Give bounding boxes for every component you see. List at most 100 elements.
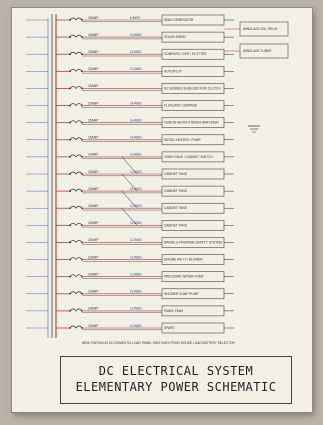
breaker-rating: 20AMP [88, 324, 98, 328]
breaker-rating: 20AMP [88, 272, 98, 276]
branch-feed-line [121, 156, 138, 175]
breaker-rating: 20AMP [88, 170, 98, 174]
load-label: FLUXGATE COMPASS [164, 104, 197, 108]
breaker-terminal [69, 121, 71, 124]
breaker-rating: 15AMP [88, 118, 98, 122]
load-label: SPARE [164, 326, 175, 330]
breaker-terminal [69, 292, 71, 295]
wire-gauge-label: 14 AWG [130, 101, 142, 105]
wire-gauge-label: 12 AWG [130, 238, 142, 242]
branch-feed-line [121, 208, 138, 226]
wire-gauge-label: 12 AWG [130, 67, 142, 71]
load-label: RANGE & PROPANE SAFETY SYSTEM [164, 240, 222, 244]
schematic-drawing: 30AMP 6 AWG WIND GENERATOR 20AMP 10 AWG SOLAR… [26, 14, 289, 345]
load-label: PANEL FANS [164, 309, 183, 313]
right-device-label: WINDLASS TUNER [243, 49, 272, 53]
wire-gauge-label: 12 AWG [130, 255, 142, 259]
breaker-rating: 20AMP [88, 307, 98, 311]
breaker-symbol [69, 68, 83, 72]
breaker-rating: 20AMP [88, 50, 98, 54]
breaker-rating: 20AMP [88, 33, 98, 37]
breaker-symbol [69, 17, 83, 21]
breaker-terminal [69, 36, 71, 39]
load-label: CABINET FANS [164, 223, 187, 227]
breaker-terminal [69, 241, 71, 244]
wire-gauge-label: 14 AWG [130, 136, 142, 140]
wire-gauge-label: 12 AWG [130, 50, 142, 54]
schematic-sheet: 30AMP 6 AWG WIND GENERATOR 20AMP 10 AWG SOLAR… [12, 8, 312, 412]
breaker-terminal [69, 104, 71, 107]
breaker-symbol [69, 240, 83, 244]
breaker-symbol [69, 51, 83, 55]
wire-gauge-label: 12 AWG [130, 153, 142, 157]
breaker-terminal [69, 53, 71, 56]
breaker-rating: 20AMP [88, 255, 98, 259]
load-label: CABINET FANS [164, 172, 187, 176]
breaker-symbol [69, 120, 83, 124]
breaker-terminal [69, 207, 71, 210]
breaker-terminal [69, 87, 71, 90]
breaker-symbol [69, 222, 83, 226]
title-line-1: DC ELECTRICAL SYSTEM [98, 364, 254, 378]
breaker-terminal [69, 275, 71, 278]
wire-gauge-label: 12 AWG [130, 290, 142, 294]
bottom-note: NEW STATION #2 DC DOMESTIC LOAD PANEL SW… [82, 341, 236, 345]
wire-gauge-label: 12 AWG [130, 324, 142, 328]
branch-feed-line [121, 190, 138, 209]
breaker-terminal [69, 224, 71, 227]
breaker-terminal [69, 19, 71, 21]
breaker-symbol [69, 188, 83, 192]
breaker-rating: 20AMP [88, 204, 98, 208]
wire-gauge-label: 12 AWG [130, 170, 142, 174]
breaker-symbol [69, 205, 83, 209]
breaker-rating: 20AMP [88, 101, 98, 105]
right-device-label: WINDLASS SOL RELAY [243, 27, 279, 31]
breaker-terminal [69, 309, 71, 312]
wire-gauge-label: 12 AWG [130, 204, 142, 208]
load-label: DIESEL HEATER / PUMP [164, 138, 201, 142]
breaker-rating: 20AMP [88, 67, 98, 71]
breaker-rating: 20AMP [88, 290, 98, 294]
breaker-terminal [69, 138, 71, 141]
breaker-rating: 15AMP [88, 136, 98, 140]
breaker-symbol [69, 103, 83, 107]
load-label: AUTOPILOT [164, 69, 182, 73]
wire-gauge-label: 12 AWG [130, 272, 142, 276]
breaker-terminal [69, 173, 71, 175]
load-label: DC BUSSES SHIELDED FOR CLUTCH [164, 86, 221, 90]
load-label: PRESSURE WATER PUMP [164, 275, 204, 279]
title-line-2: ELEMENTARY POWER SCHEMATIC [75, 380, 277, 394]
load-label: WIND GENERATOR [164, 18, 194, 22]
breaker-terminal [69, 70, 71, 73]
breaker-symbol [69, 274, 83, 278]
breaker-rating: 20AMP [88, 238, 98, 242]
branch-feed-line [121, 173, 138, 192]
breaker-rating: 20AMP [88, 187, 98, 191]
breaker-terminal [69, 155, 71, 158]
breaker-symbol [69, 308, 83, 312]
load-label: ENGINE RM LT / BLOWER [164, 258, 204, 262]
wire-gauge-label: 10 AWG [130, 33, 142, 37]
load-label: SHOWER SUMP PUMP [164, 292, 198, 296]
breaker-terminal [69, 327, 71, 329]
load-label: FUSION AM-FM STEREO AMPLIFIER [164, 121, 219, 125]
breaker-symbol [69, 291, 83, 295]
wire-gauge-label: 12 AWG [130, 187, 142, 191]
breaker-rating: 30AMP [88, 16, 98, 20]
breaker-symbol [69, 137, 83, 141]
breaker-symbol [69, 34, 83, 38]
wire-gauge-label: 14 AWG [130, 118, 142, 122]
breaker-symbol [69, 154, 83, 158]
breaker-symbol [69, 257, 83, 261]
load-label: COMPASS / GPS / PLOTTER [164, 52, 207, 56]
breaker-rating: 20AMP [88, 153, 98, 157]
load-label: SOLAR ARRAY [164, 35, 187, 39]
wire-gauge-label: 6 AWG [130, 16, 140, 20]
breaker-terminal [69, 258, 71, 261]
load-label: CABINET FANS [164, 206, 187, 210]
load-label: CABINET FANS [164, 189, 187, 193]
breaker-rating: 20AMP [88, 221, 98, 225]
wire-gauge-label: 12 AWG [130, 221, 142, 225]
title-block: DC ELECTRICAL SYSTEM ELEMENTARY POWER SC… [60, 356, 292, 404]
